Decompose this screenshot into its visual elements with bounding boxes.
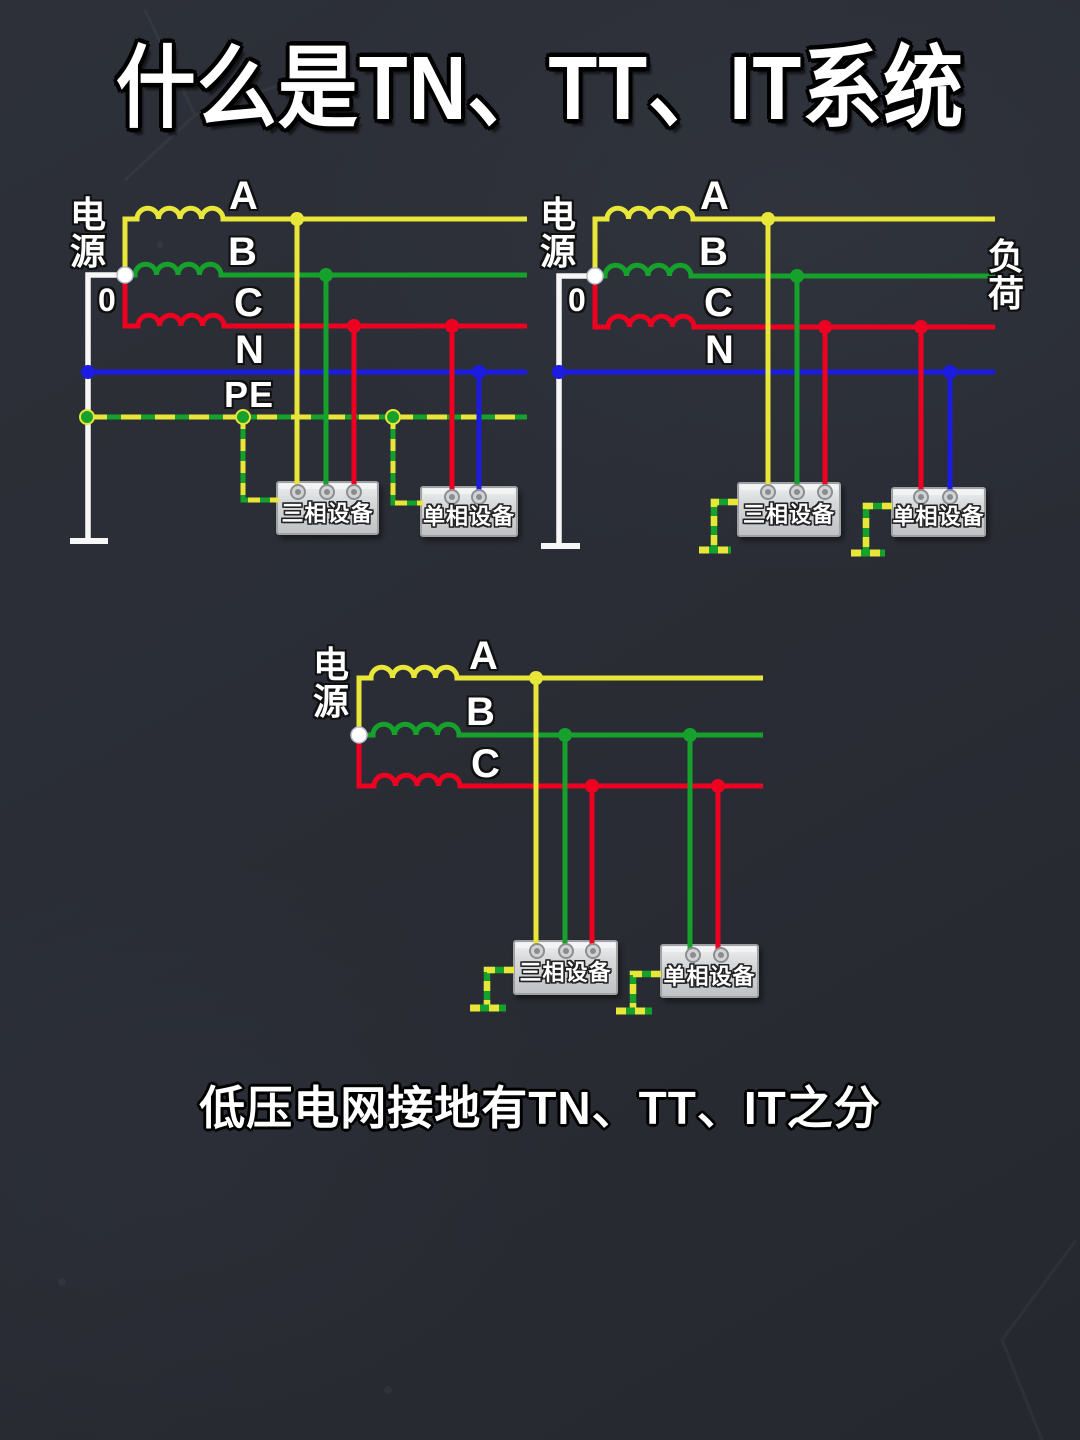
tn-phase-b-label: B bbox=[228, 230, 257, 274]
tn-pe-drop-1-dashes bbox=[240, 417, 279, 503]
tn-single-phase-box-highlight bbox=[423, 489, 515, 494]
tn-phase-c-wire bbox=[122, 275, 527, 329]
tn-pe-drop-2 bbox=[390, 417, 423, 506]
it-phase-b-label: B bbox=[466, 690, 495, 734]
tn-pe-drop-1 bbox=[240, 417, 279, 503]
tt-load-label: 负荷 bbox=[988, 236, 1025, 315]
tt-terminals bbox=[760, 484, 958, 505]
tn-diagram bbox=[70, 205, 527, 544]
tt-single-phase-device-label: 单相设备 bbox=[892, 504, 985, 529]
it-single-phase-device-label: 单相设备 bbox=[663, 964, 756, 989]
page-title: 什么是TN、TT、IT系统 bbox=[115, 38, 965, 139]
tn-source-label: 电源 bbox=[70, 194, 107, 273]
it-single-phase-ground-hook bbox=[616, 970, 661, 1015]
tt-three-phase-device-label: 三相设备 bbox=[742, 502, 835, 527]
tt-neutral-label: N bbox=[705, 328, 734, 372]
it-junction-dots bbox=[350, 671, 725, 793]
tn-terminals bbox=[290, 484, 487, 505]
background-texture bbox=[58, 9, 1078, 1440]
tt-phase-b-wire bbox=[595, 262, 995, 279]
tt-neutral-point-label: 0 bbox=[568, 282, 586, 318]
it-single-phase-box-highlight bbox=[663, 947, 756, 952]
it-phase-c-wire bbox=[356, 735, 763, 789]
it-terminals bbox=[529, 943, 729, 963]
tn-single-phase-device-label: 单相设备 bbox=[422, 504, 515, 529]
it-phase-c-label: C bbox=[471, 742, 500, 786]
tt-phase-a-label: A bbox=[700, 174, 729, 218]
tt-source-ground-wire bbox=[556, 273, 595, 545]
tn-phase-c-label: C bbox=[234, 281, 263, 325]
tt-phase-b-label: B bbox=[699, 230, 728, 274]
it-source-label: 电源 bbox=[313, 644, 350, 723]
it-three-phase-ground-hook bbox=[470, 966, 514, 1012]
it-phase-a-label: A bbox=[469, 634, 498, 678]
tn-phase-b-wire bbox=[125, 261, 527, 278]
tt-single-phase-ground-hook bbox=[851, 502, 892, 557]
caption: 低压电网接地有TN、TT、IT之分 bbox=[199, 1082, 881, 1134]
tn-junction-dots bbox=[79, 212, 486, 425]
it-three-phase-device-label: 三相设备 bbox=[519, 960, 612, 985]
it-phase-a-wire bbox=[356, 664, 763, 735]
tn-pe-label: PE bbox=[224, 374, 275, 415]
tt-phase-a-wire bbox=[592, 205, 995, 276]
tt-three-phase-ground-hook bbox=[699, 498, 738, 554]
tn-pe-drop-2-dashes bbox=[390, 417, 423, 506]
tn-neutral-label: N bbox=[235, 328, 264, 372]
it-phase-b-wire bbox=[359, 721, 763, 738]
it-diagram bbox=[350, 664, 763, 1015]
tt-phase-c-wire bbox=[592, 276, 995, 330]
tt-source-label: 电源 bbox=[540, 194, 577, 273]
tt-junction-dots bbox=[552, 212, 957, 379]
tn-phase-a-label: A bbox=[229, 174, 258, 218]
tn-three-phase-device-label: 三相设备 bbox=[281, 501, 374, 526]
tt-single-phase-box-highlight bbox=[894, 490, 983, 495]
tt-diagram bbox=[541, 205, 995, 557]
tn-source-ground-wire bbox=[85, 272, 125, 540]
tt-phase-c-label: C bbox=[704, 281, 733, 325]
tn-neutral-point-label: 0 bbox=[98, 282, 116, 318]
tn-phase-a-wire bbox=[122, 205, 527, 275]
